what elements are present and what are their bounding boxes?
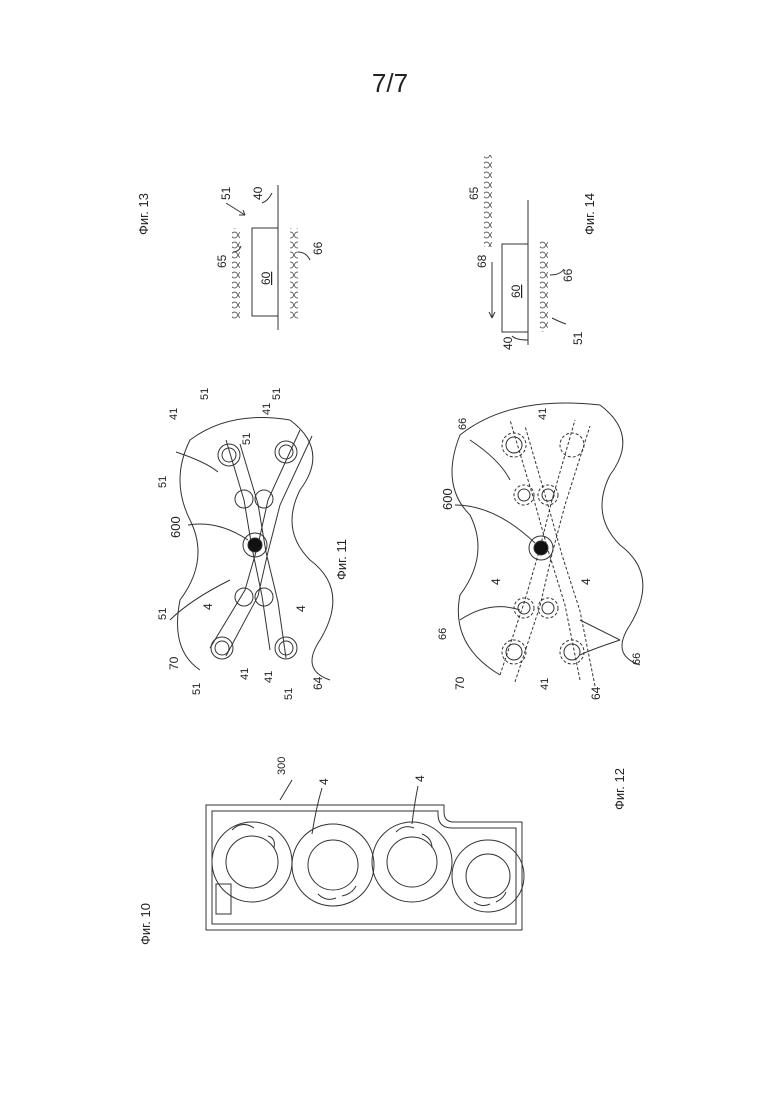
- well-1: [212, 822, 292, 902]
- ref-51-a: 51: [199, 388, 211, 400]
- ref-41-b: 41: [261, 403, 273, 415]
- ref-4a-fig12: 4: [489, 578, 503, 585]
- bead-row-66: [290, 228, 298, 320]
- ref-51-g: 51: [283, 688, 295, 700]
- ref-40-fig14: 40: [501, 336, 515, 350]
- ref-66-b: 66: [437, 628, 449, 640]
- ref-4b: 4: [413, 775, 427, 782]
- arrow-51: [226, 203, 245, 215]
- ref-66-fig13: 66: [311, 241, 325, 255]
- ref-51-fig14: 51: [571, 331, 585, 345]
- ref-4a: 4: [317, 778, 331, 785]
- outer-outline-left: [178, 418, 291, 671]
- figure-10-labels: Фиг. 10 300 4 4 Фиг. 12: [138, 757, 627, 945]
- ref-65-fig14: 65: [467, 186, 481, 200]
- fig10-caption: Фиг. 10: [138, 903, 153, 945]
- center-600-dot: [534, 541, 548, 555]
- leader-600: [188, 524, 248, 540]
- ref-64-fig12: 64: [589, 686, 603, 700]
- ref-40-fig13: 40: [251, 186, 265, 200]
- outer-outline-right: [600, 405, 643, 665]
- ref-66-a: 66: [457, 418, 469, 430]
- ref-60-fig13: 60: [259, 271, 273, 285]
- ref-600-fig12: 600: [440, 488, 455, 510]
- ref-4b-fig12: 4: [579, 578, 593, 585]
- well-2: [292, 824, 374, 906]
- ref-41-a: 41: [168, 408, 180, 420]
- ref-51-e: 51: [157, 608, 169, 620]
- ref-300: 300: [276, 757, 288, 775]
- bead-row-65: [484, 155, 492, 247]
- ref-41-d: 41: [263, 671, 275, 683]
- ref-41-c: 41: [239, 668, 251, 680]
- fig13-caption: Фиг. 13: [136, 193, 151, 235]
- ref-70-fig11: 70: [167, 656, 181, 670]
- ref-600-fig11: 600: [168, 516, 183, 538]
- ref-65-fig13: 65: [215, 254, 229, 268]
- bubble-41-tl: [218, 444, 240, 466]
- ref-41-a-fig12: 41: [537, 408, 549, 420]
- ref-4a-fig11: 4: [201, 603, 215, 610]
- label-slot: [216, 884, 231, 914]
- fig11-caption: Фиг. 11: [334, 539, 349, 580]
- ref-60-fig14: 60: [509, 284, 523, 298]
- ref-41-b-fig12: 41: [539, 678, 551, 690]
- ref-51-b: 51: [271, 388, 283, 400]
- bubble-41-bl: [506, 644, 522, 660]
- ref-51-f: 51: [191, 683, 203, 695]
- bead-row-65: [232, 228, 240, 320]
- center-600-dot: [248, 538, 262, 552]
- bubble-41-bl: [211, 637, 233, 659]
- figure-12: [452, 403, 643, 686]
- outer-outline-left: [452, 403, 600, 675]
- ref-51-fig13: 51: [219, 186, 233, 200]
- figure-13: [226, 185, 310, 330]
- bubble-41-br: [564, 644, 580, 660]
- well-4: [452, 840, 524, 912]
- leader-300: [280, 780, 292, 800]
- fig12-caption: Фиг. 12: [612, 768, 627, 810]
- outer-outline-right: [290, 420, 333, 680]
- ref-70-fig12: 70: [453, 676, 467, 690]
- ref-64-fig11: 64: [311, 676, 325, 690]
- leader-600: [455, 505, 535, 543]
- bubble-41-tl: [506, 437, 522, 453]
- well-3: [372, 822, 452, 902]
- ref-66-c: 66: [631, 653, 643, 665]
- ref-68-fig14: 68: [475, 254, 489, 268]
- figure-10: [206, 780, 524, 930]
- fig14-caption: Фиг. 14: [582, 193, 597, 235]
- figure-14: [484, 155, 566, 345]
- cassette-outline: [206, 805, 522, 930]
- bead-row-66: [540, 240, 548, 332]
- ref-66-fig14: 66: [561, 268, 575, 282]
- figure-11: [170, 418, 333, 681]
- ref-4b-fig11: 4: [294, 605, 308, 612]
- ref-51-d: 51: [157, 476, 169, 488]
- ref-51-c: 51: [241, 433, 253, 445]
